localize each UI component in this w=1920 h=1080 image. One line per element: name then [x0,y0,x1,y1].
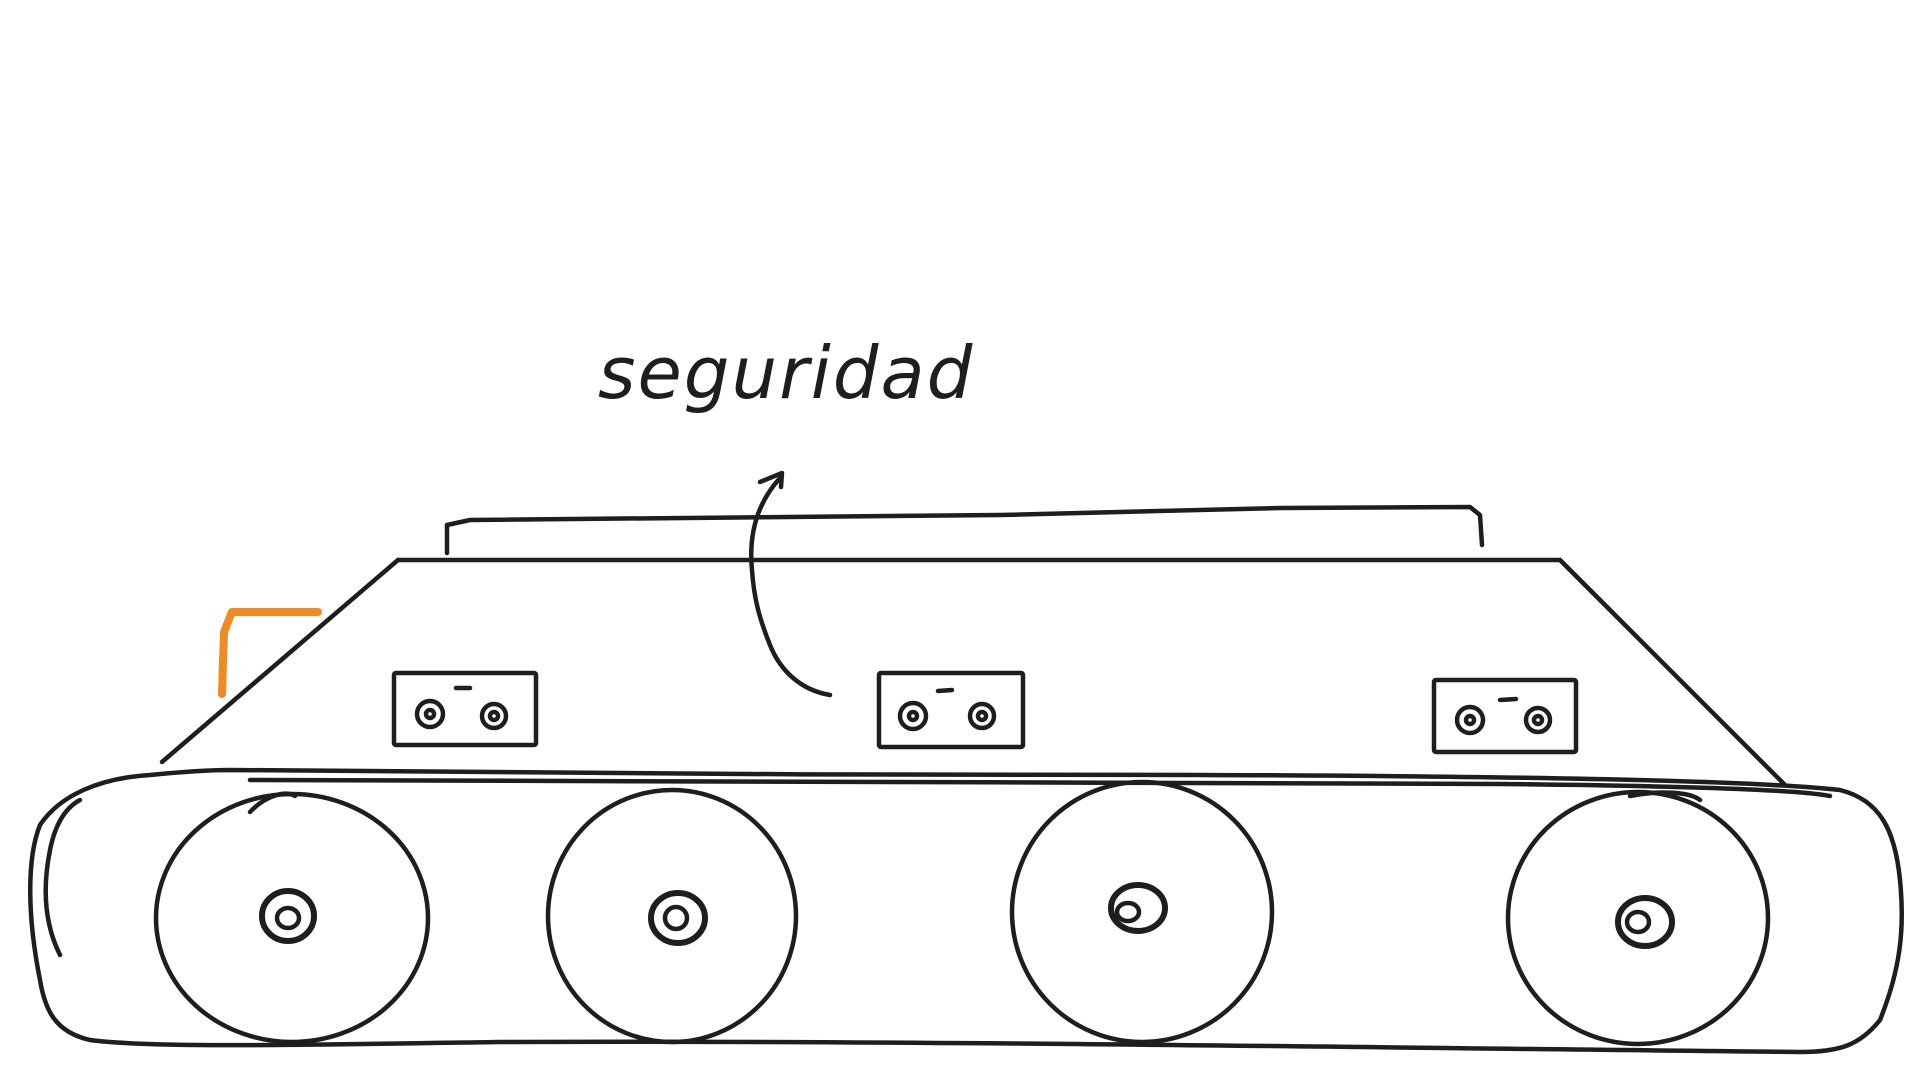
road-wheel-4 [1505,789,1771,1047]
security-annotation-label: seguridad [598,331,974,415]
hull-right-slope [1557,557,1788,788]
annotation-arrow [749,475,833,698]
annotation-arrow-head [757,470,785,490]
track-belt [28,767,1905,1055]
track-inner-line [247,777,1833,799]
hull-left-slope [159,557,401,765]
road-wheel-1 [153,791,431,1045]
hatch-panel-right [1431,677,1579,755]
road-wheel-2 [545,787,799,1045]
hatch-panel-left [391,670,539,748]
track-left-curl [43,797,83,958]
orange-antenna-mark [218,608,322,698]
roof-rail [444,504,1485,556]
road-wheel-3 [1009,779,1275,1045]
hatch-panel-center [876,670,1026,750]
